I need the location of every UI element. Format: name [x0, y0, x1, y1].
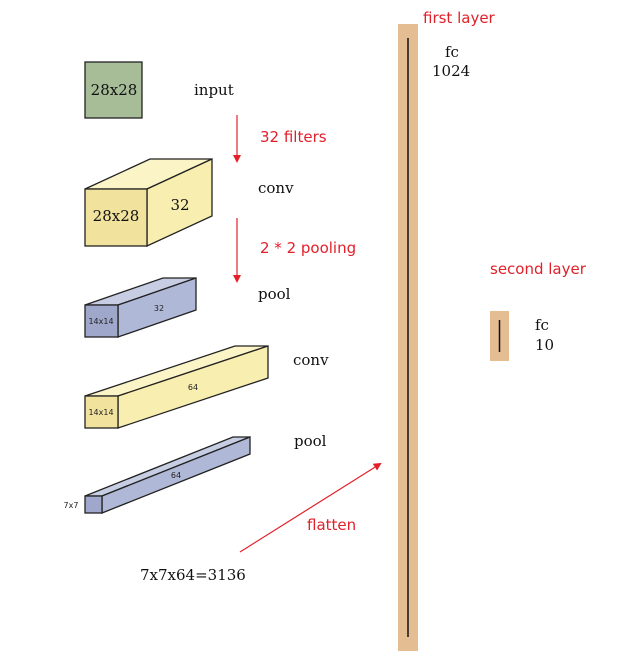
- fc2-layer-label: second layer: [490, 260, 587, 278]
- conv2-front-face: [84, 395, 119, 429]
- fc1-units-label: 1024: [432, 62, 470, 80]
- input-square: [84, 61, 143, 119]
- pool1-front-label: 14x14: [88, 317, 113, 326]
- pool2-name-label: pool: [294, 432, 327, 450]
- conv1-name-label: conv: [258, 179, 294, 197]
- conv2-front-label: 14x14: [88, 408, 113, 417]
- conv1-block: 28x28 32: [84, 157, 213, 248]
- pool1-front-face: [84, 304, 119, 338]
- fc2-type-label: fc: [535, 316, 549, 334]
- conv2-name-label: conv: [293, 351, 329, 369]
- conv2-block: 14x14 64: [84, 345, 269, 429]
- input-size-label: 28x28: [91, 81, 138, 99]
- conv2-depth-label: 64: [188, 383, 198, 392]
- conv1-front-face: [84, 188, 148, 247]
- fc1-layer: [398, 24, 418, 651]
- conv1-front-label: 28x28: [93, 207, 140, 225]
- pool1-depth-label: 32: [154, 304, 164, 313]
- input-block: 28x28: [84, 61, 143, 119]
- flatten-arrow: [239, 462, 382, 553]
- pooling-annotation: 2 * 2 pooling: [260, 239, 356, 257]
- filters-annotation: 32 filters: [260, 128, 327, 146]
- pool1-name-label: pool: [258, 285, 291, 303]
- conv1-depth-label: 32: [170, 196, 189, 214]
- input-name-label: input: [194, 81, 234, 99]
- flatten-annotation: flatten: [307, 516, 356, 534]
- fc1-type-label: fc: [445, 43, 459, 61]
- fc1-layer-label: first layer: [423, 9, 496, 27]
- pool2-front-face: [84, 495, 103, 514]
- pool2-block: 64: [84, 436, 251, 514]
- pool2-depth-label: 64: [171, 471, 181, 480]
- fc2-units-label: 10: [535, 336, 554, 354]
- fc2-layer: [490, 311, 509, 361]
- pool2-front-label: 7x7: [64, 501, 79, 510]
- flatten-result-label: 7x7x64=3136: [140, 566, 246, 584]
- pool1-block: 14x14 32: [84, 277, 197, 338]
